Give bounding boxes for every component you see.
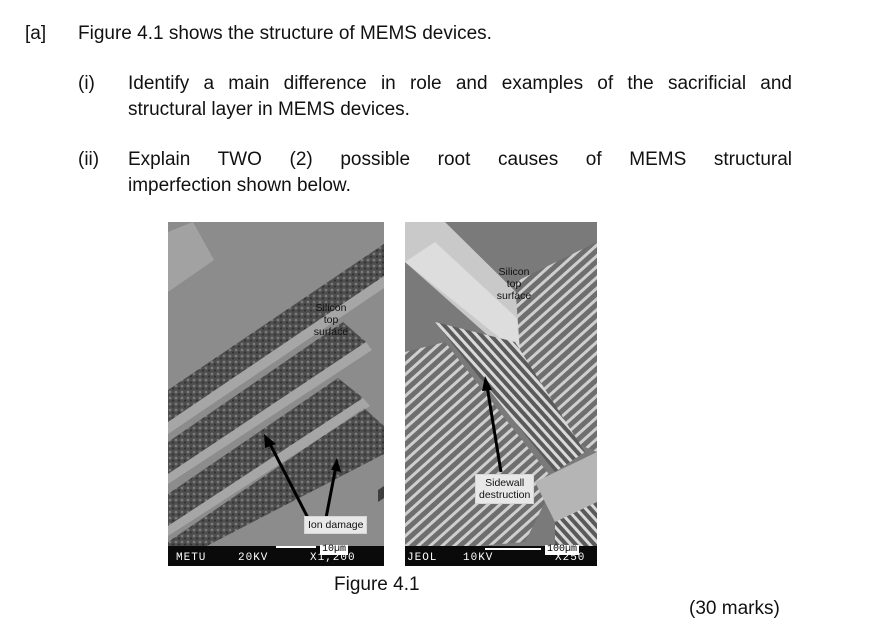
scale-label-right: 100µm	[545, 544, 580, 555]
label-silicon-top-surface-right: Silicon top surface	[496, 266, 532, 302]
sem-image-ion-damage: Silicon top surface Ion damage METU 20KV…	[168, 222, 384, 566]
part-ii-line2: imperfection shown below.	[128, 175, 351, 196]
sem-image-ion-damage-drawing	[168, 222, 384, 566]
figure-caption: Figure 4.1	[334, 574, 420, 595]
sem-image-sidewall-destruction-drawing	[405, 222, 597, 566]
scale-line-right	[485, 548, 541, 550]
question-stem: Figure 4.1 shows the structure of MEMS d…	[78, 23, 492, 44]
sem-instrument-left: METU	[176, 552, 207, 564]
sem-mag-right: X250	[555, 552, 586, 564]
marks-allocation: (30 marks)	[689, 598, 780, 619]
label-silicon-top-surface-left: Silicon top surface	[313, 302, 349, 338]
sem-info-bar-left: METU 20KV X1,200	[168, 546, 384, 566]
question-label: [a]	[25, 23, 47, 44]
scale-label-left: 10µm	[320, 544, 349, 555]
part-ii-line1: Explain TWO (2) possible root causes of …	[128, 149, 792, 170]
part-i-line2: structural layer in MEMS devices.	[128, 99, 410, 120]
part-i-label: (i)	[78, 73, 95, 94]
sem-info-bar-right: JEOL 10KV X250	[405, 546, 597, 566]
scale-line-left	[276, 546, 316, 548]
part-ii-label: (ii)	[78, 149, 100, 170]
sem-instrument-right: JEOL	[407, 552, 438, 564]
sem-kv-left: 20KV	[238, 552, 269, 564]
label-sidewall-destruction: Sidewall destruction	[475, 474, 535, 504]
label-ion-damage: Ion damage	[304, 516, 368, 534]
sem-kv-right: 10KV	[463, 552, 494, 564]
part-i-line1: Identify a main difference in role and e…	[128, 73, 792, 94]
sem-mag-left: X1,200	[310, 552, 356, 564]
sem-image-sidewall-destruction: Silicon top surface Sidewall destruction…	[405, 222, 597, 566]
